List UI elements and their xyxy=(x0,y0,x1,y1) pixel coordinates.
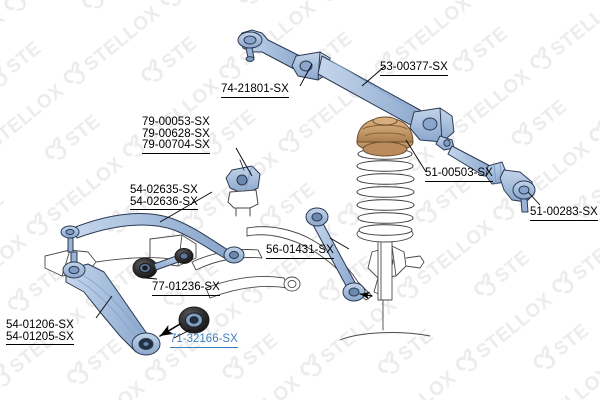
label-line: 79-00704-SX xyxy=(142,139,210,152)
label-line: 74-21801-SX xyxy=(221,83,289,95)
label-line: 54-01206-SX xyxy=(6,319,74,331)
label-54-012-group[interactable]: 54-01206-SX 54-01205-SX xyxy=(6,319,74,346)
label-53-00377-sx[interactable]: 53-00377-SX xyxy=(380,61,448,76)
label-line: 54-01205-SX xyxy=(6,330,74,343)
label-underline xyxy=(530,219,598,221)
label-underline xyxy=(170,346,238,348)
label-underline xyxy=(6,344,74,346)
label-51-00503-sx[interactable]: 51-00503-SX xyxy=(425,167,493,182)
label-underline xyxy=(266,257,334,259)
label-underline xyxy=(221,96,289,98)
label-underline xyxy=(380,74,448,76)
label-79-group[interactable]: 79-00053-SX 79-00628-SX 79-00704-SX xyxy=(142,116,210,154)
label-71-32166-sx[interactable]: 71-32166-SX xyxy=(170,333,238,348)
label-56-01431-sx[interactable]: 56-01431-SX xyxy=(266,244,334,259)
label-line: 77-01236-SX xyxy=(152,281,220,293)
label-underline xyxy=(425,180,493,182)
label-underline xyxy=(130,209,198,211)
label-74-21801-sx[interactable]: 74-21801-SX xyxy=(221,83,289,98)
label-line: 54-02635-SX xyxy=(130,184,198,196)
label-line: 51-00503-SX xyxy=(425,167,493,179)
label-underline xyxy=(152,294,220,296)
label-underline xyxy=(142,152,210,154)
label-line: 79-00053-SX xyxy=(142,116,210,128)
label-line: 79-00628-SX xyxy=(142,127,210,140)
label-line: 56-01431-SX xyxy=(266,244,334,256)
label-line: 51-00283-SX xyxy=(530,206,598,218)
label-54-026-group[interactable]: 54-02635-SX 54-02636-SX xyxy=(130,184,198,211)
label-line: 53-00377-SX xyxy=(380,61,448,73)
label-line: 54-02636-SX xyxy=(130,195,198,208)
label-51-00283-sx[interactable]: 51-00283-SX xyxy=(530,206,598,221)
label-77-01236-sx[interactable]: 77-01236-SX xyxy=(152,281,220,296)
label-line: 71-32166-SX xyxy=(170,333,238,345)
